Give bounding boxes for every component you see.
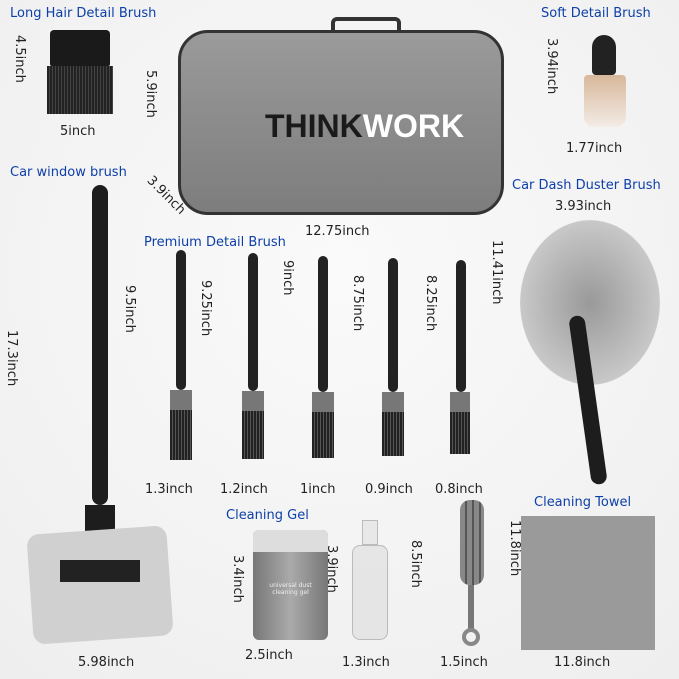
window-brush-image xyxy=(26,185,174,645)
window-brush-title: Car window brush xyxy=(10,165,127,180)
duster-width-label: 3.93inch xyxy=(555,199,612,214)
gel-width-label: 2.5inch xyxy=(245,648,293,663)
long-hair-brush-image xyxy=(45,30,115,115)
brand-logo: THINKWORK xyxy=(265,108,465,144)
soft-detail-brush-title: Soft Detail Brush xyxy=(541,6,651,21)
blind-brush-image xyxy=(450,500,490,650)
premium-height-1: 9.5inch xyxy=(122,285,137,333)
blind-width-label: 1.5inch xyxy=(440,655,488,670)
towel-height-label: 11.8inch xyxy=(507,520,522,577)
spray-height-label: 3.9inch xyxy=(324,545,339,593)
towel-title: Cleaning Towel xyxy=(534,495,632,510)
gel-height-label: 3.4inch xyxy=(230,555,245,603)
soft-detail-width-label: 1.77inch xyxy=(566,141,623,156)
soft-detail-height-label: 3.94inch xyxy=(544,38,559,95)
premium-brush-1 xyxy=(170,250,192,460)
towel-width-label: 11.8inch xyxy=(554,655,611,670)
long-hair-brush-title: Long Hair Detail Brush xyxy=(10,6,157,21)
spray-bottle-image xyxy=(352,520,388,642)
towel-image xyxy=(521,516,655,650)
brand-logo-work: WORK xyxy=(362,108,465,144)
premium-height-2: 9.25inch xyxy=(198,280,213,337)
premium-width-2: 1.2inch xyxy=(220,482,268,497)
premium-width-5: 0.8inch xyxy=(435,482,483,497)
premium-height-5: 8.25inch xyxy=(423,275,438,332)
premium-width-4: 0.9inch xyxy=(365,482,413,497)
premium-height-4: 8.75inch xyxy=(350,275,365,332)
long-hair-height-label: 4.5inch xyxy=(12,35,27,83)
long-hair-width-label: 5inch xyxy=(60,124,96,139)
premium-width-3: 1inch xyxy=(300,482,336,497)
soft-detail-brush-image xyxy=(580,35,630,130)
storage-bag-image: THINKWORK xyxy=(178,17,504,215)
blind-height-label: 8.5inch xyxy=(408,540,423,588)
premium-brush-set xyxy=(160,250,480,475)
premium-height-3: 9inch xyxy=(280,260,295,296)
gel-title: Cleaning Gel xyxy=(226,508,309,523)
premium-brush-3 xyxy=(312,256,334,458)
premium-brush-2 xyxy=(242,253,264,459)
duster-image xyxy=(515,215,665,495)
duster-title: Car Dash Duster Brush xyxy=(512,178,661,193)
bag-height-label: 5.9inch xyxy=(143,70,158,118)
premium-brush-title: Premium Detail Brush xyxy=(144,235,286,250)
spray-width-label: 1.3inch xyxy=(342,655,390,670)
duster-height-label: 11.41inch xyxy=(489,240,504,305)
window-brush-height-label: 17.3inch xyxy=(4,330,19,387)
gel-jar-image: universal dust cleaning gel xyxy=(253,530,328,640)
gel-jar-label: universal dust cleaning gel xyxy=(269,582,312,596)
premium-width-1: 1.3inch xyxy=(145,482,193,497)
premium-brush-4 xyxy=(382,258,404,456)
premium-brush-5 xyxy=(450,260,470,454)
window-brush-width-label: 5.98inch xyxy=(78,655,135,670)
bag-width-label: 12.75inch xyxy=(305,224,370,239)
